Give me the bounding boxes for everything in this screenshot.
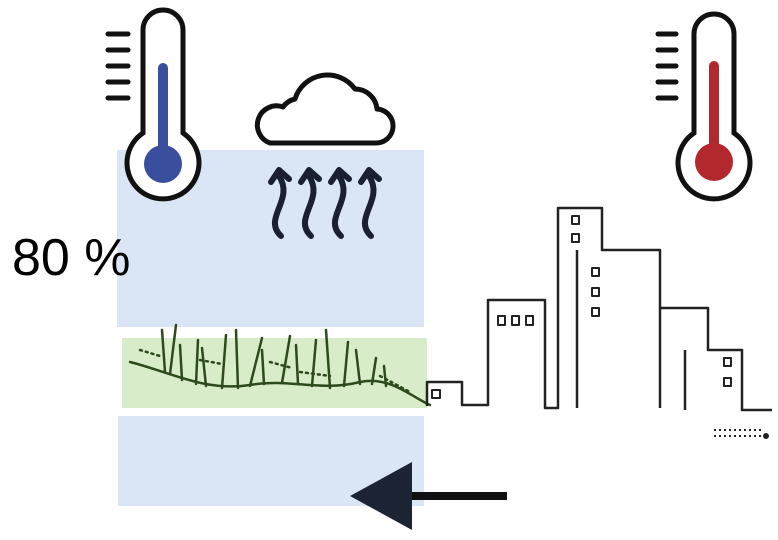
cloud-icon	[254, 72, 396, 146]
city-skyline-icon	[425, 206, 772, 439]
percentage-label: 80 %	[12, 229, 131, 287]
thermometer-warm-icon	[655, 11, 753, 202]
rising-vapor-arrows-icon	[268, 167, 382, 239]
thermometer-cool-icon	[105, 7, 202, 202]
left-arrow-icon	[350, 462, 507, 530]
grass-icon	[128, 323, 432, 407]
